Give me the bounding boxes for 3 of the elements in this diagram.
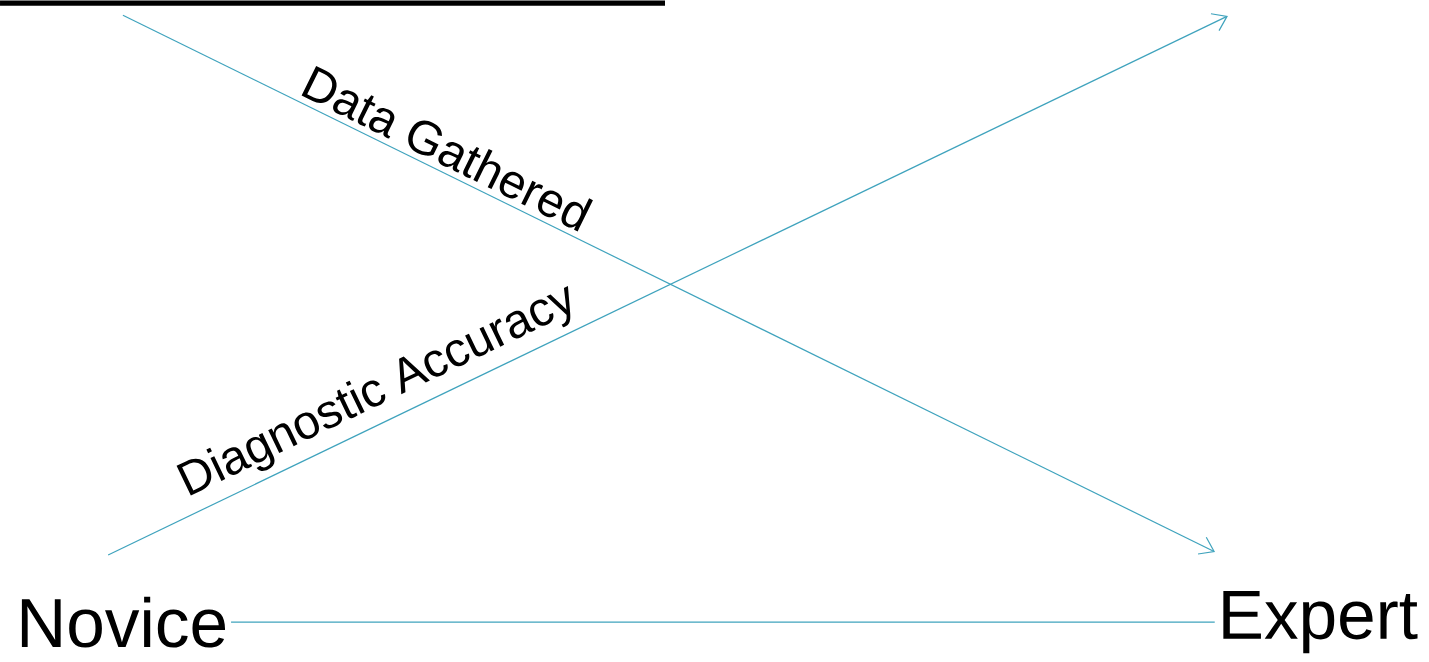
connector-line [230, 621, 1216, 623]
node-label: Novice [21, 596, 225, 648]
node-label: Expert [1223, 591, 1418, 654]
